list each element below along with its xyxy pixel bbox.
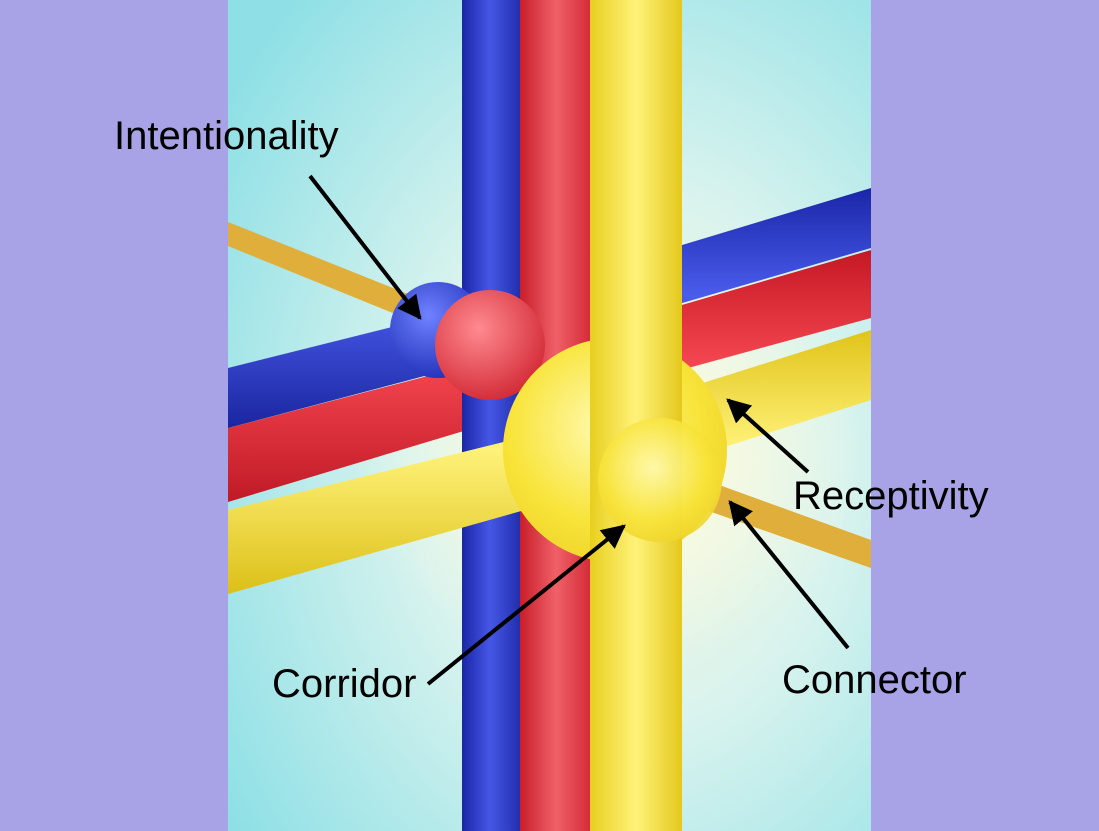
label-connector: Connector [782,658,967,702]
arrow-corridor [426,524,626,686]
vertical-tube-yellow [590,0,682,831]
arrow-intentionality [308,174,422,320]
label-intentionality: Intentionality [114,114,339,158]
arrow-connector [728,500,850,650]
sphere-yellow-center [598,418,722,542]
label-corridor: Corridor [272,662,417,706]
sphere-red [435,290,545,400]
arrow-receptivity [726,398,810,474]
connector-rod-left [228,222,418,320]
label-receptivity: Receptivity [793,474,989,518]
